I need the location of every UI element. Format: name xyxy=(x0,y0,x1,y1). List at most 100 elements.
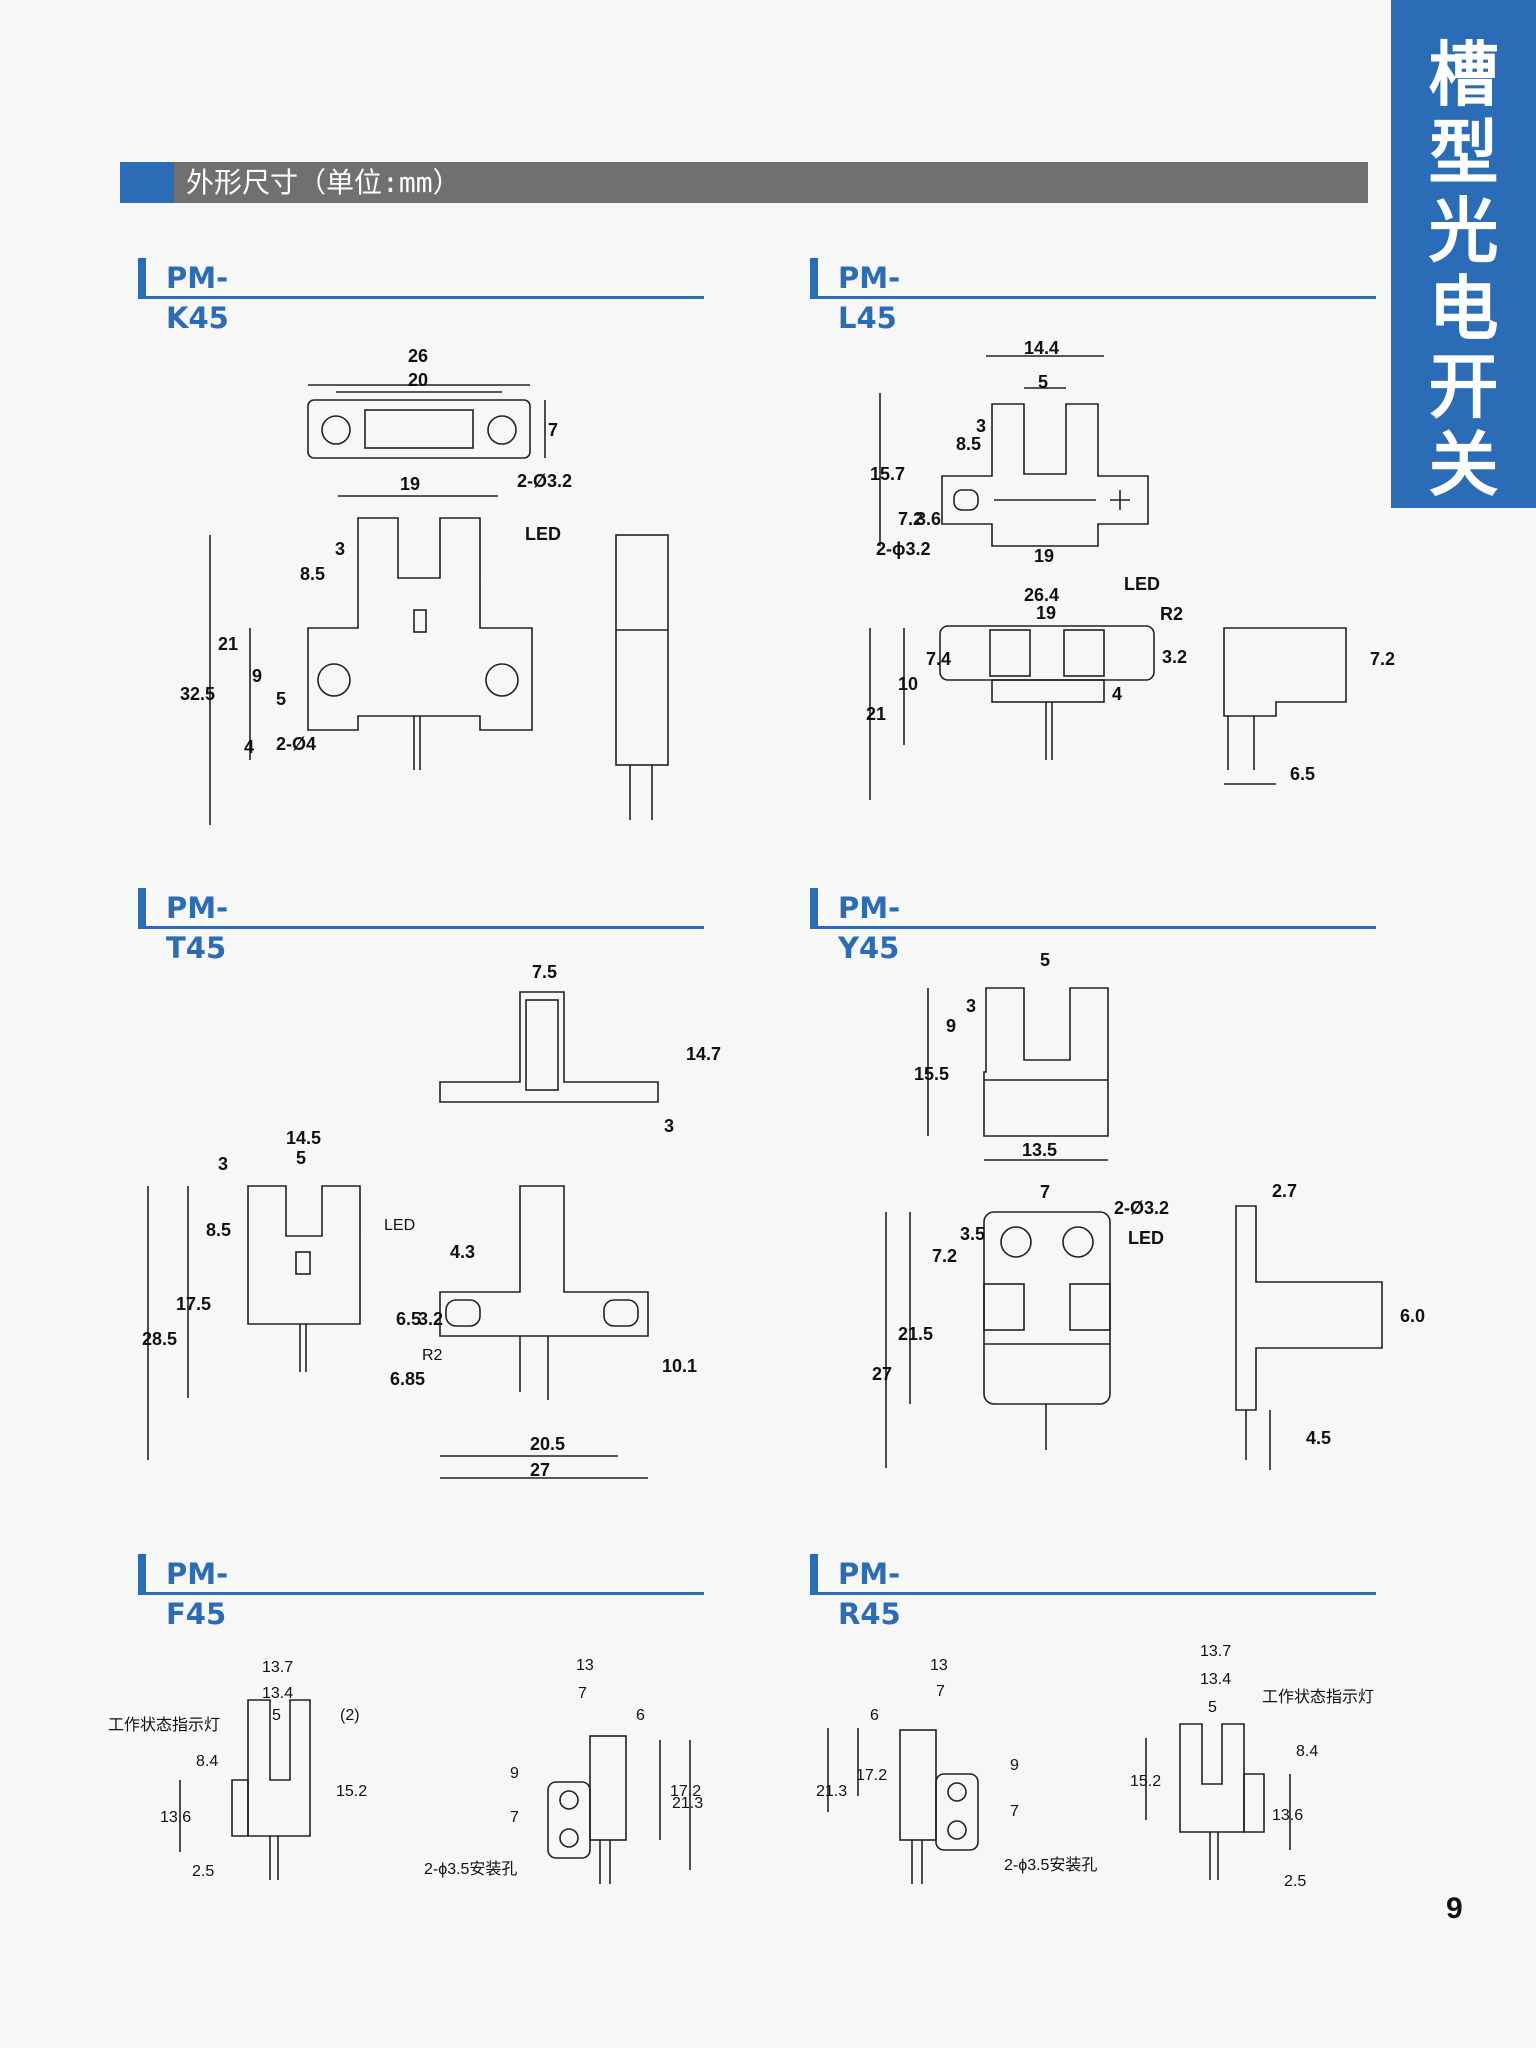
t45-dim-6.85: 6.85 xyxy=(390,1369,425,1389)
drawing-pm-y45: 5 3 9 15.5 13.5 7 2-Ø3.2 3.5 7.2 LED 21.… xyxy=(872,950,1425,1470)
l45-front-body xyxy=(939,625,1155,681)
f45-dim-5: 5 xyxy=(272,1707,281,1724)
t45-dim-14.5: 14.5 xyxy=(286,1128,321,1148)
page-number: 9 xyxy=(1446,1892,1463,1925)
k45-dim-8.5: 8.5 xyxy=(300,564,325,584)
t45-dim-3: 3 xyxy=(664,1116,674,1136)
f45-dim-2.5: 2.5 xyxy=(192,1863,214,1880)
f45-dim-8.4: 8.4 xyxy=(196,1753,218,1770)
f45-dim-13: 13 xyxy=(576,1657,594,1674)
y45-dim-6.0: 6.0 xyxy=(1400,1306,1425,1326)
k45-hole2-label: 2-Ø4 xyxy=(276,734,316,754)
t45-top-body xyxy=(439,991,659,1103)
y45-dim-3.5: 3.5 xyxy=(960,1224,985,1244)
f45-dim-21.3: 21.3 xyxy=(672,1795,703,1812)
f45-dim-15.2: 15.2 xyxy=(336,1783,367,1800)
f45-dim-7b: 7 xyxy=(510,1809,519,1826)
t45-dim-6.5: 6.5 xyxy=(396,1309,421,1329)
k45-front-body xyxy=(307,517,533,731)
k45-dim-7: 7 xyxy=(548,420,558,440)
k45-dim-4: 4 xyxy=(244,737,254,757)
f45-dim-7: 7 xyxy=(578,1685,587,1702)
r45-dim-13.7: 13.7 xyxy=(1200,1643,1231,1660)
y45-dim-2.7: 2.7 xyxy=(1272,1181,1297,1201)
f45-dim-6: 6 xyxy=(636,1707,645,1724)
f45-dim-2: (2) xyxy=(340,1707,360,1724)
k45-dim-5: 5 xyxy=(276,689,286,709)
k45-top-body xyxy=(307,399,531,459)
y45-dim-7.2: 7.2 xyxy=(932,1246,957,1266)
y45-front-body xyxy=(983,1211,1111,1405)
l45-hole-label: 2-ϕ3.2 xyxy=(876,539,931,559)
r45-dim-9: 9 xyxy=(1010,1757,1019,1774)
l45-led-label: LED xyxy=(1124,574,1160,594)
k45-dim-32.5: 32.5 xyxy=(180,684,215,704)
model-name: PM-T45 xyxy=(166,891,229,965)
l45-dim-3.2: 3.2 xyxy=(1162,647,1187,667)
section-title: 外形尺寸（单位:mm） xyxy=(186,166,461,199)
l45-dim-5: 5 xyxy=(1038,372,1048,392)
r45-dim-21.3: 21.3 xyxy=(816,1783,847,1800)
model-name: PM-K45 xyxy=(166,261,229,335)
l45-dim-8.5: 8.5 xyxy=(956,434,981,454)
l45-dim-19b: 19 xyxy=(1036,603,1056,623)
l45-dim-7.2b: 7.2 xyxy=(1370,649,1395,669)
l45-dim-3: 3 xyxy=(976,416,986,436)
r45-dim-13.4: 13.4 xyxy=(1200,1671,1231,1688)
y45-dim-9: 9 xyxy=(946,1016,956,1036)
t45-dim-3b: 3 xyxy=(218,1154,228,1174)
t45-side-body xyxy=(439,1185,649,1337)
r45-dim-5: 5 xyxy=(1208,1699,1217,1716)
l45-r2-label: R2 xyxy=(1160,604,1183,624)
section-accent xyxy=(120,162,174,203)
f45-front-body xyxy=(247,1699,311,1837)
t45-dim-27: 27 xyxy=(530,1460,550,1480)
r45-dim-7b: 7 xyxy=(1010,1803,1019,1820)
y45-led-label: LED xyxy=(1128,1228,1164,1248)
l45-dim-10: 10 xyxy=(898,674,918,694)
k45-led-label: LED xyxy=(525,524,561,544)
t45-dim-5: 5 xyxy=(296,1148,306,1168)
t45-dim-17.5: 17.5 xyxy=(176,1294,211,1314)
r45-dim-15.2: 15.2 xyxy=(1130,1773,1161,1790)
t45-dim-4.3: 4.3 xyxy=(450,1242,475,1262)
k45-dim-26: 26 xyxy=(408,346,428,366)
r45-indicator-label: 工作状态指示灯 xyxy=(1262,1688,1374,1706)
y45-dim-5: 5 xyxy=(1040,950,1050,970)
drawing-pm-l45: 14.4 5 3 8.5 15.7 7.2 3.6 2-ϕ3.2 19 LED … xyxy=(866,338,1395,800)
side-tab-title: 槽型光电开关 xyxy=(1428,33,1499,506)
r45-dim-13: 13 xyxy=(930,1657,948,1674)
f45-dim-17.2: 17.2 xyxy=(670,1783,701,1800)
model-name: PM-L45 xyxy=(838,261,901,335)
r45-dim-13.6: 13.6 xyxy=(1272,1807,1303,1824)
l45-side-body xyxy=(1223,627,1347,717)
k45-hole-right xyxy=(487,415,517,445)
k45-dim-19: 19 xyxy=(400,474,420,494)
model-name: PM-Y45 xyxy=(838,891,901,965)
side-tab: 槽型光电开关 xyxy=(1391,0,1536,508)
section-header: 外形尺寸（单位:mm） xyxy=(120,162,1368,203)
r45-dim-8.4: 8.4 xyxy=(1296,1743,1318,1760)
l45-dim-7.4: 7.4 xyxy=(926,649,951,669)
y45-dim-15.5: 15.5 xyxy=(914,1064,949,1084)
t45-dim-20.5: 20.5 xyxy=(530,1434,565,1454)
f45-dim-13.4: 13.4 xyxy=(262,1685,293,1702)
y45-side-body xyxy=(1235,1205,1383,1411)
k45-top-slot xyxy=(364,409,474,449)
t45-dim-7.5: 7.5 xyxy=(532,962,557,982)
l45-dim-4: 4 xyxy=(1112,684,1122,704)
model-name: PM-R45 xyxy=(838,1557,901,1631)
k45-dim-20: 20 xyxy=(408,370,428,390)
r45-dim-7: 7 xyxy=(936,1683,945,1700)
f45-side-body xyxy=(589,1735,627,1841)
f45-dim-13.6: 13.6 xyxy=(160,1809,191,1826)
r45-dim-2.5: 2.5 xyxy=(1284,1873,1306,1890)
l45-dim-3.6: 3.6 xyxy=(916,509,941,529)
t45-r2-label: R2 xyxy=(422,1347,443,1364)
k45-front-hole-right xyxy=(485,663,519,697)
f45-hole-label: 2-ϕ3.5安装孔 xyxy=(424,1860,517,1878)
t45-dim-8.5: 8.5 xyxy=(206,1220,231,1240)
k45-front-hole-left xyxy=(317,663,351,697)
l45-top-body xyxy=(941,403,1149,547)
